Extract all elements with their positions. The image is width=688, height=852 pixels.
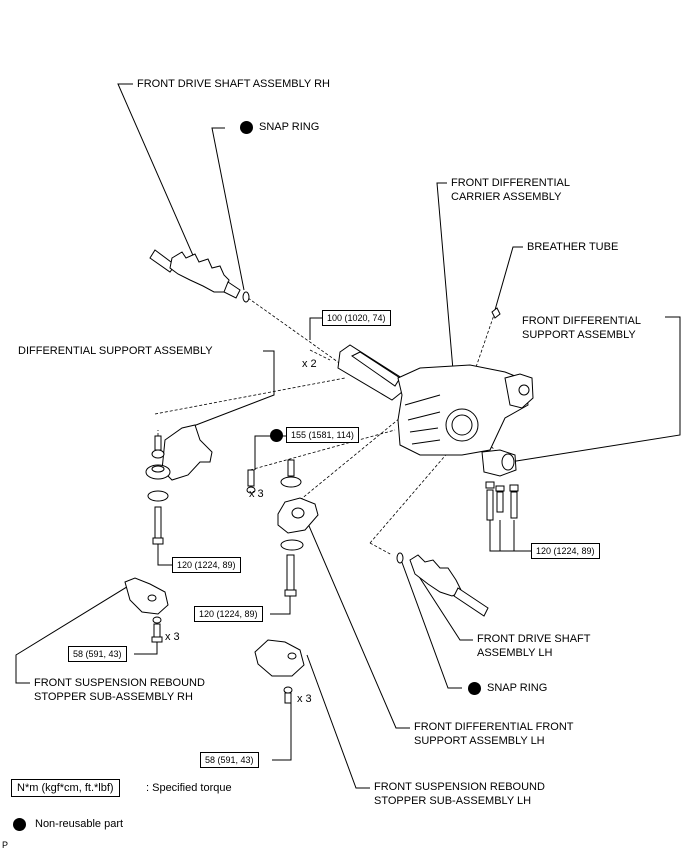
label-diff-support-line2: SUPPORT ASSEMBLY	[522, 329, 636, 341]
multiplier-x3-rh: x 3	[165, 631, 180, 643]
label-rebound-lh-line2: STOPPER SUB-ASSEMBLY LH	[374, 795, 532, 807]
label-drive-shaft-lh-line1: FRONT DRIVE SHAFT	[477, 633, 591, 645]
leader-breather	[494, 246, 523, 311]
leader-t100	[309, 317, 322, 340]
leader-diff-support	[509, 316, 681, 463]
legend-nonreusable-dot	[13, 818, 26, 831]
leader-t120-mid	[270, 596, 291, 615]
label-breather-tube: BREATHER TUBE	[527, 241, 619, 253]
multiplier-x3-155: x 3	[249, 488, 264, 500]
leader-t155	[254, 435, 286, 470]
leader-t58-mid	[272, 700, 292, 761]
label-differential-support: DIFFERENTIAL SUPPORT ASSEMBLY	[18, 345, 213, 357]
label-front-support-lh-line1: FRONT DIFFERENTIAL FRONT	[414, 721, 574, 733]
rebound-stopper-rh-drawing	[124, 577, 169, 643]
leader-lines	[15, 83, 681, 789]
label-drive-shaft-lh-line2: ASSEMBLY LH	[477, 647, 553, 659]
leader-t120-left	[157, 542, 172, 566]
label-snap-ring-top: SNAP RING	[259, 121, 320, 133]
leader-snap-ring-bottom	[399, 556, 462, 689]
legend-nonreusable-text: Non-reusable part	[35, 818, 124, 830]
nonreusable-dot-155	[270, 429, 283, 442]
leader-snap-ring-top	[211, 127, 245, 291]
multiplier-x3-lh: x 3	[297, 693, 312, 705]
legend-torque-text: : Specified torque	[146, 782, 232, 794]
rebound-stopper-lh-drawing	[254, 639, 305, 704]
label-front-support-lh-line2: SUPPORT ASSEMBLY LH	[414, 735, 545, 747]
leader-front-support-lh	[299, 504, 410, 729]
legend-torque-box: N*m (kgf*cm, ft.*lbf)	[11, 779, 120, 797]
diff-support-drawing	[481, 449, 519, 521]
label-carrier-line1: FRONT DIFFERENTIAL	[451, 177, 570, 189]
leader-t120-right	[489, 520, 531, 552]
differential-support-drawing	[145, 424, 213, 545]
torque-120-left: 120 (1224, 89)	[172, 557, 241, 573]
nonreusable-dot-snap-ring-top	[240, 121, 253, 134]
label-rebound-lh-line1: FRONT SUSPENSION REBOUND	[374, 781, 545, 793]
torque-58-mid: 58 (591, 43)	[200, 752, 259, 768]
label-front-drive-shaft-rh: FRONT DRIVE SHAFT ASSEMBLY RH	[137, 78, 330, 90]
label-diff-support-line1: FRONT DIFFERENTIAL	[522, 315, 641, 327]
torque-155: 155 (1581, 114)	[286, 427, 359, 443]
label-rebound-rh-line2: STOPPER SUB-ASSEMBLY RH	[34, 691, 193, 703]
torque-58-left: 58 (591, 43)	[68, 646, 127, 662]
label-rebound-rh-line1: FRONT SUSPENSION REBOUND	[34, 677, 205, 689]
label-snap-ring-bottom: SNAP RING	[487, 682, 548, 694]
torque-120-mid: 120 (1224, 89)	[194, 606, 263, 622]
leader-drive-shaft-lh	[417, 574, 473, 641]
label-carrier-line2: CARRIER ASSEMBLY	[451, 191, 562, 203]
torque-120-right: 120 (1224, 89)	[531, 543, 600, 559]
leader-rebound-rh	[15, 584, 131, 684]
leader-carrier	[436, 182, 454, 371]
carrier-drawing	[337, 307, 534, 456]
torque-100: 100 (1020, 74)	[322, 310, 391, 326]
drive-shaft-rh-drawing	[149, 249, 250, 303]
footer-code: P	[2, 840, 9, 850]
nonreusable-dot-snap-ring-bottom	[468, 682, 481, 695]
leader-t58-left	[134, 642, 158, 655]
leader-differential-support	[182, 350, 275, 431]
multiplier-x2: x 2	[302, 358, 317, 370]
front-support-lh-drawing	[246, 459, 319, 597]
drive-shaft-lh-drawing	[396, 552, 489, 617]
leader-drive-shaft-rh	[117, 83, 196, 261]
leader-rebound-lh	[306, 654, 370, 789]
